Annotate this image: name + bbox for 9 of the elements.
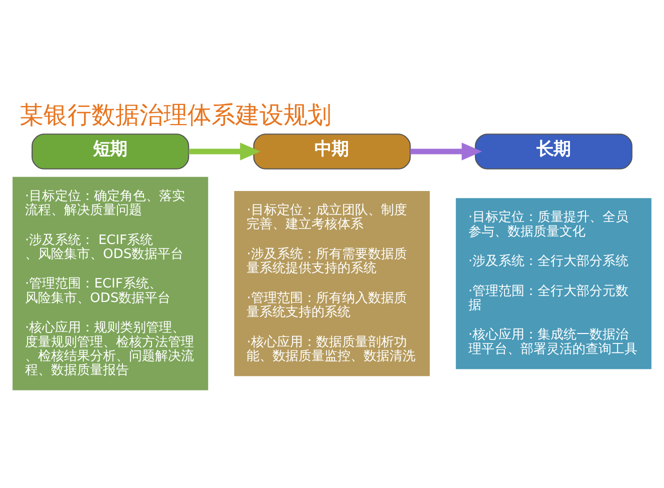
arrow bbox=[410, 142, 482, 160]
node-box: 短期 bbox=[32, 133, 190, 169]
node-box: ·目标定位：质量提升、全员参与、数据质量文化 ·涉及系统：全行大部分系统 ·管理范围：全行大部分元数据 ·核心应用：集成统一数据治理平台、部署灵活的查询工具 bbox=[456, 198, 652, 369]
node-box: 长期 bbox=[474, 133, 632, 169]
node-box: ·目标定位：成立团队、制度完善、建立考核体系 ·涉及系统：所有需要数据质量系统提供支持的系统 ·管理范围：所有纳入数据质量系统支持的系统 ·核心应用：数据质量剖析功能、数据质量监控、数据清洗 bbox=[234, 190, 430, 376]
node-box: ·目标定位：确定角色、落实流程、解决质量问题 ·涉及系统： ECIF系统、风险集市、ODS数据平台 ·管理范围：ECIF系统、风险集市、ODS数据平台 ·核心应用：规则类别管理、度量规则管理、检核方法管理、检核结果分析、问题解决流程、数据质量报告 bbox=[12, 176, 208, 390]
arrow bbox=[188, 142, 260, 160]
diagram-title: 某银行数据治理体系建设规划 bbox=[20, 100, 332, 128]
node-box: 中期 bbox=[253, 133, 411, 169]
